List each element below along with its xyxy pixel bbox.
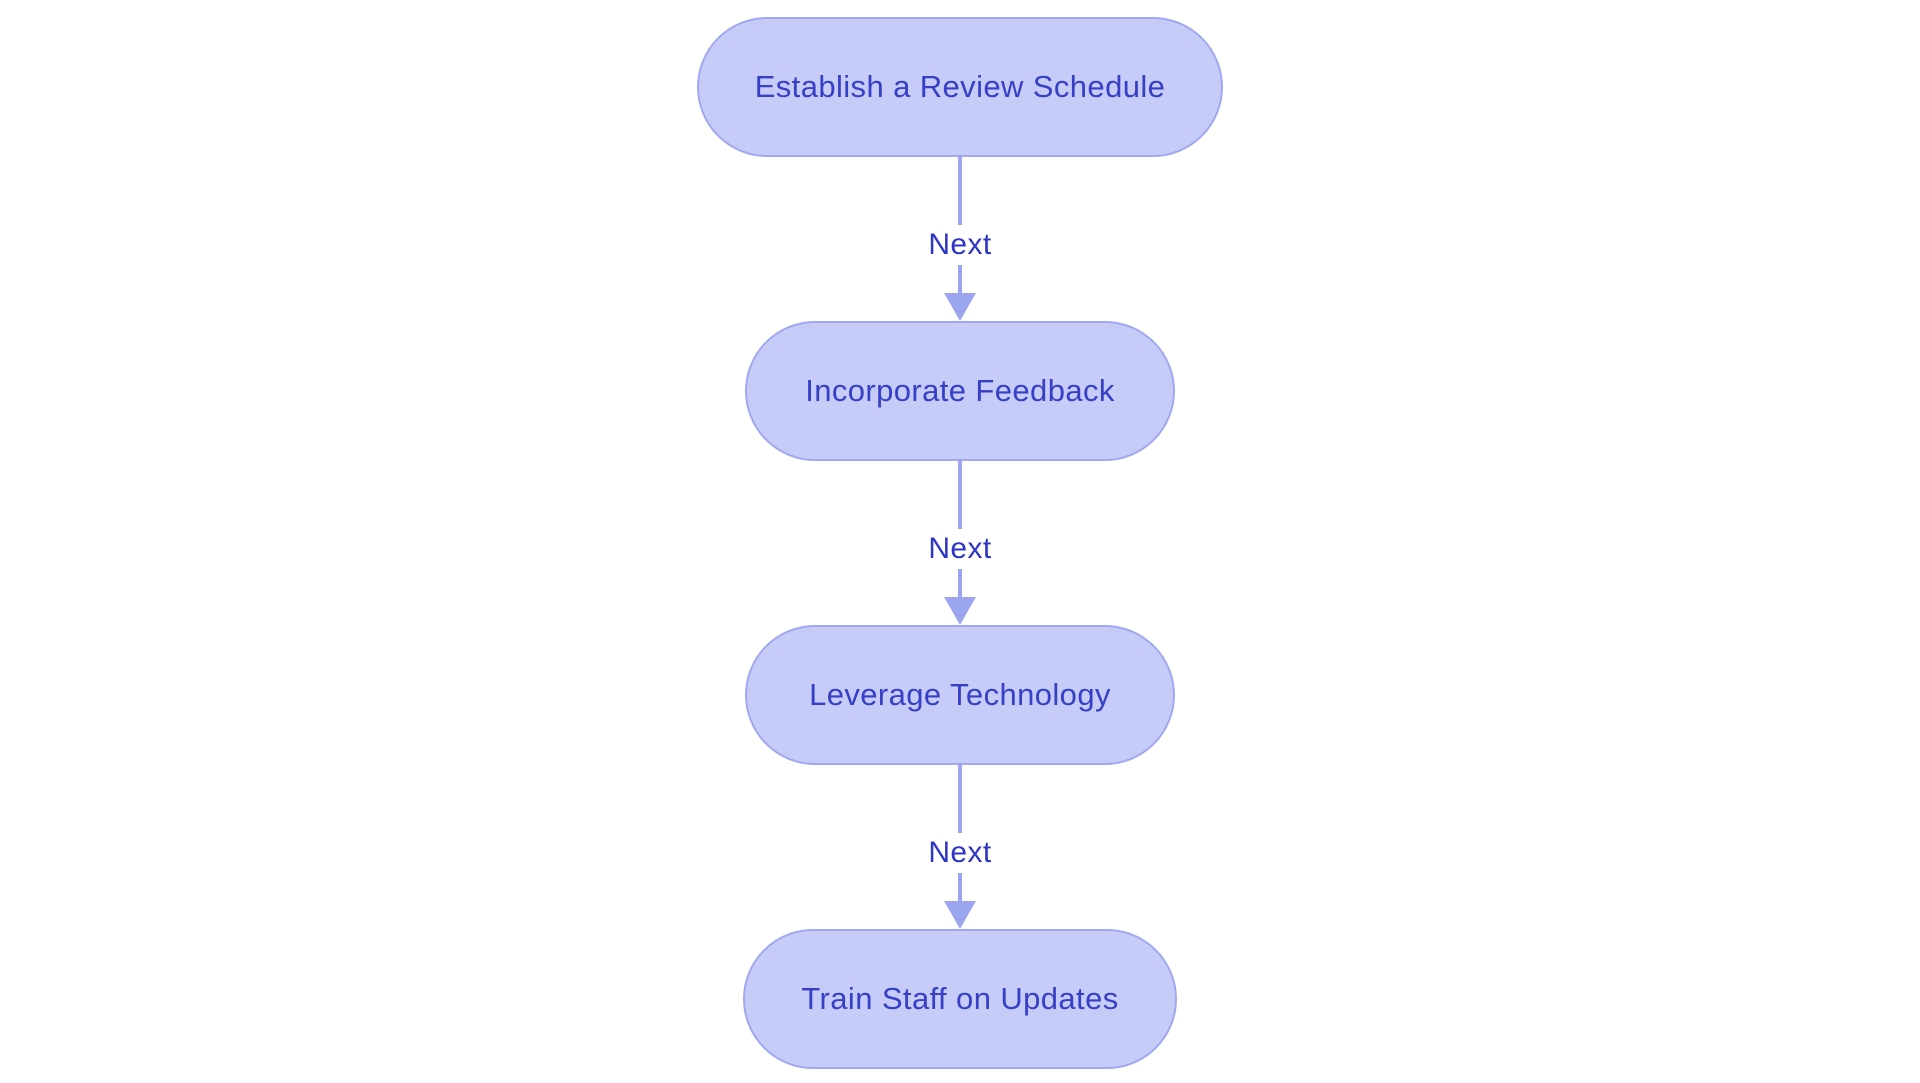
- edge-n3-n4: Next: [928, 765, 991, 929]
- flow-node-leverage-technology: Leverage Technology: [745, 625, 1175, 765]
- edge-line: [958, 265, 962, 293]
- edge-line: [958, 157, 962, 225]
- edge-n2-n3: Next: [928, 461, 991, 625]
- node-label: Train Staff on Updates: [801, 981, 1119, 1016]
- node-label: Establish a Review Schedule: [754, 69, 1166, 104]
- flow-node-incorporate-feedback: Incorporate Feedback: [745, 321, 1175, 461]
- flow-node-train-staff-on-updates: Train Staff on Updates: [743, 929, 1177, 1069]
- arrow-down-icon: [943, 597, 976, 625]
- node-label: Incorporate Feedback: [805, 373, 1115, 408]
- edge-n1-n2: Next: [928, 157, 991, 321]
- flow-node-establish-review-schedule: Establish a Review Schedule: [696, 17, 1224, 157]
- edge-label: Next: [928, 836, 992, 869]
- edge-line: [958, 461, 962, 529]
- edge-label: Next: [928, 532, 992, 565]
- node-label: Leverage Technology: [809, 677, 1111, 712]
- arrow-down-icon: [943, 901, 976, 929]
- edge-line: [958, 569, 962, 597]
- arrow-down-icon: [943, 293, 976, 321]
- edge-line: [958, 873, 962, 901]
- edge-label: Next: [928, 228, 992, 261]
- edge-line: [958, 765, 962, 833]
